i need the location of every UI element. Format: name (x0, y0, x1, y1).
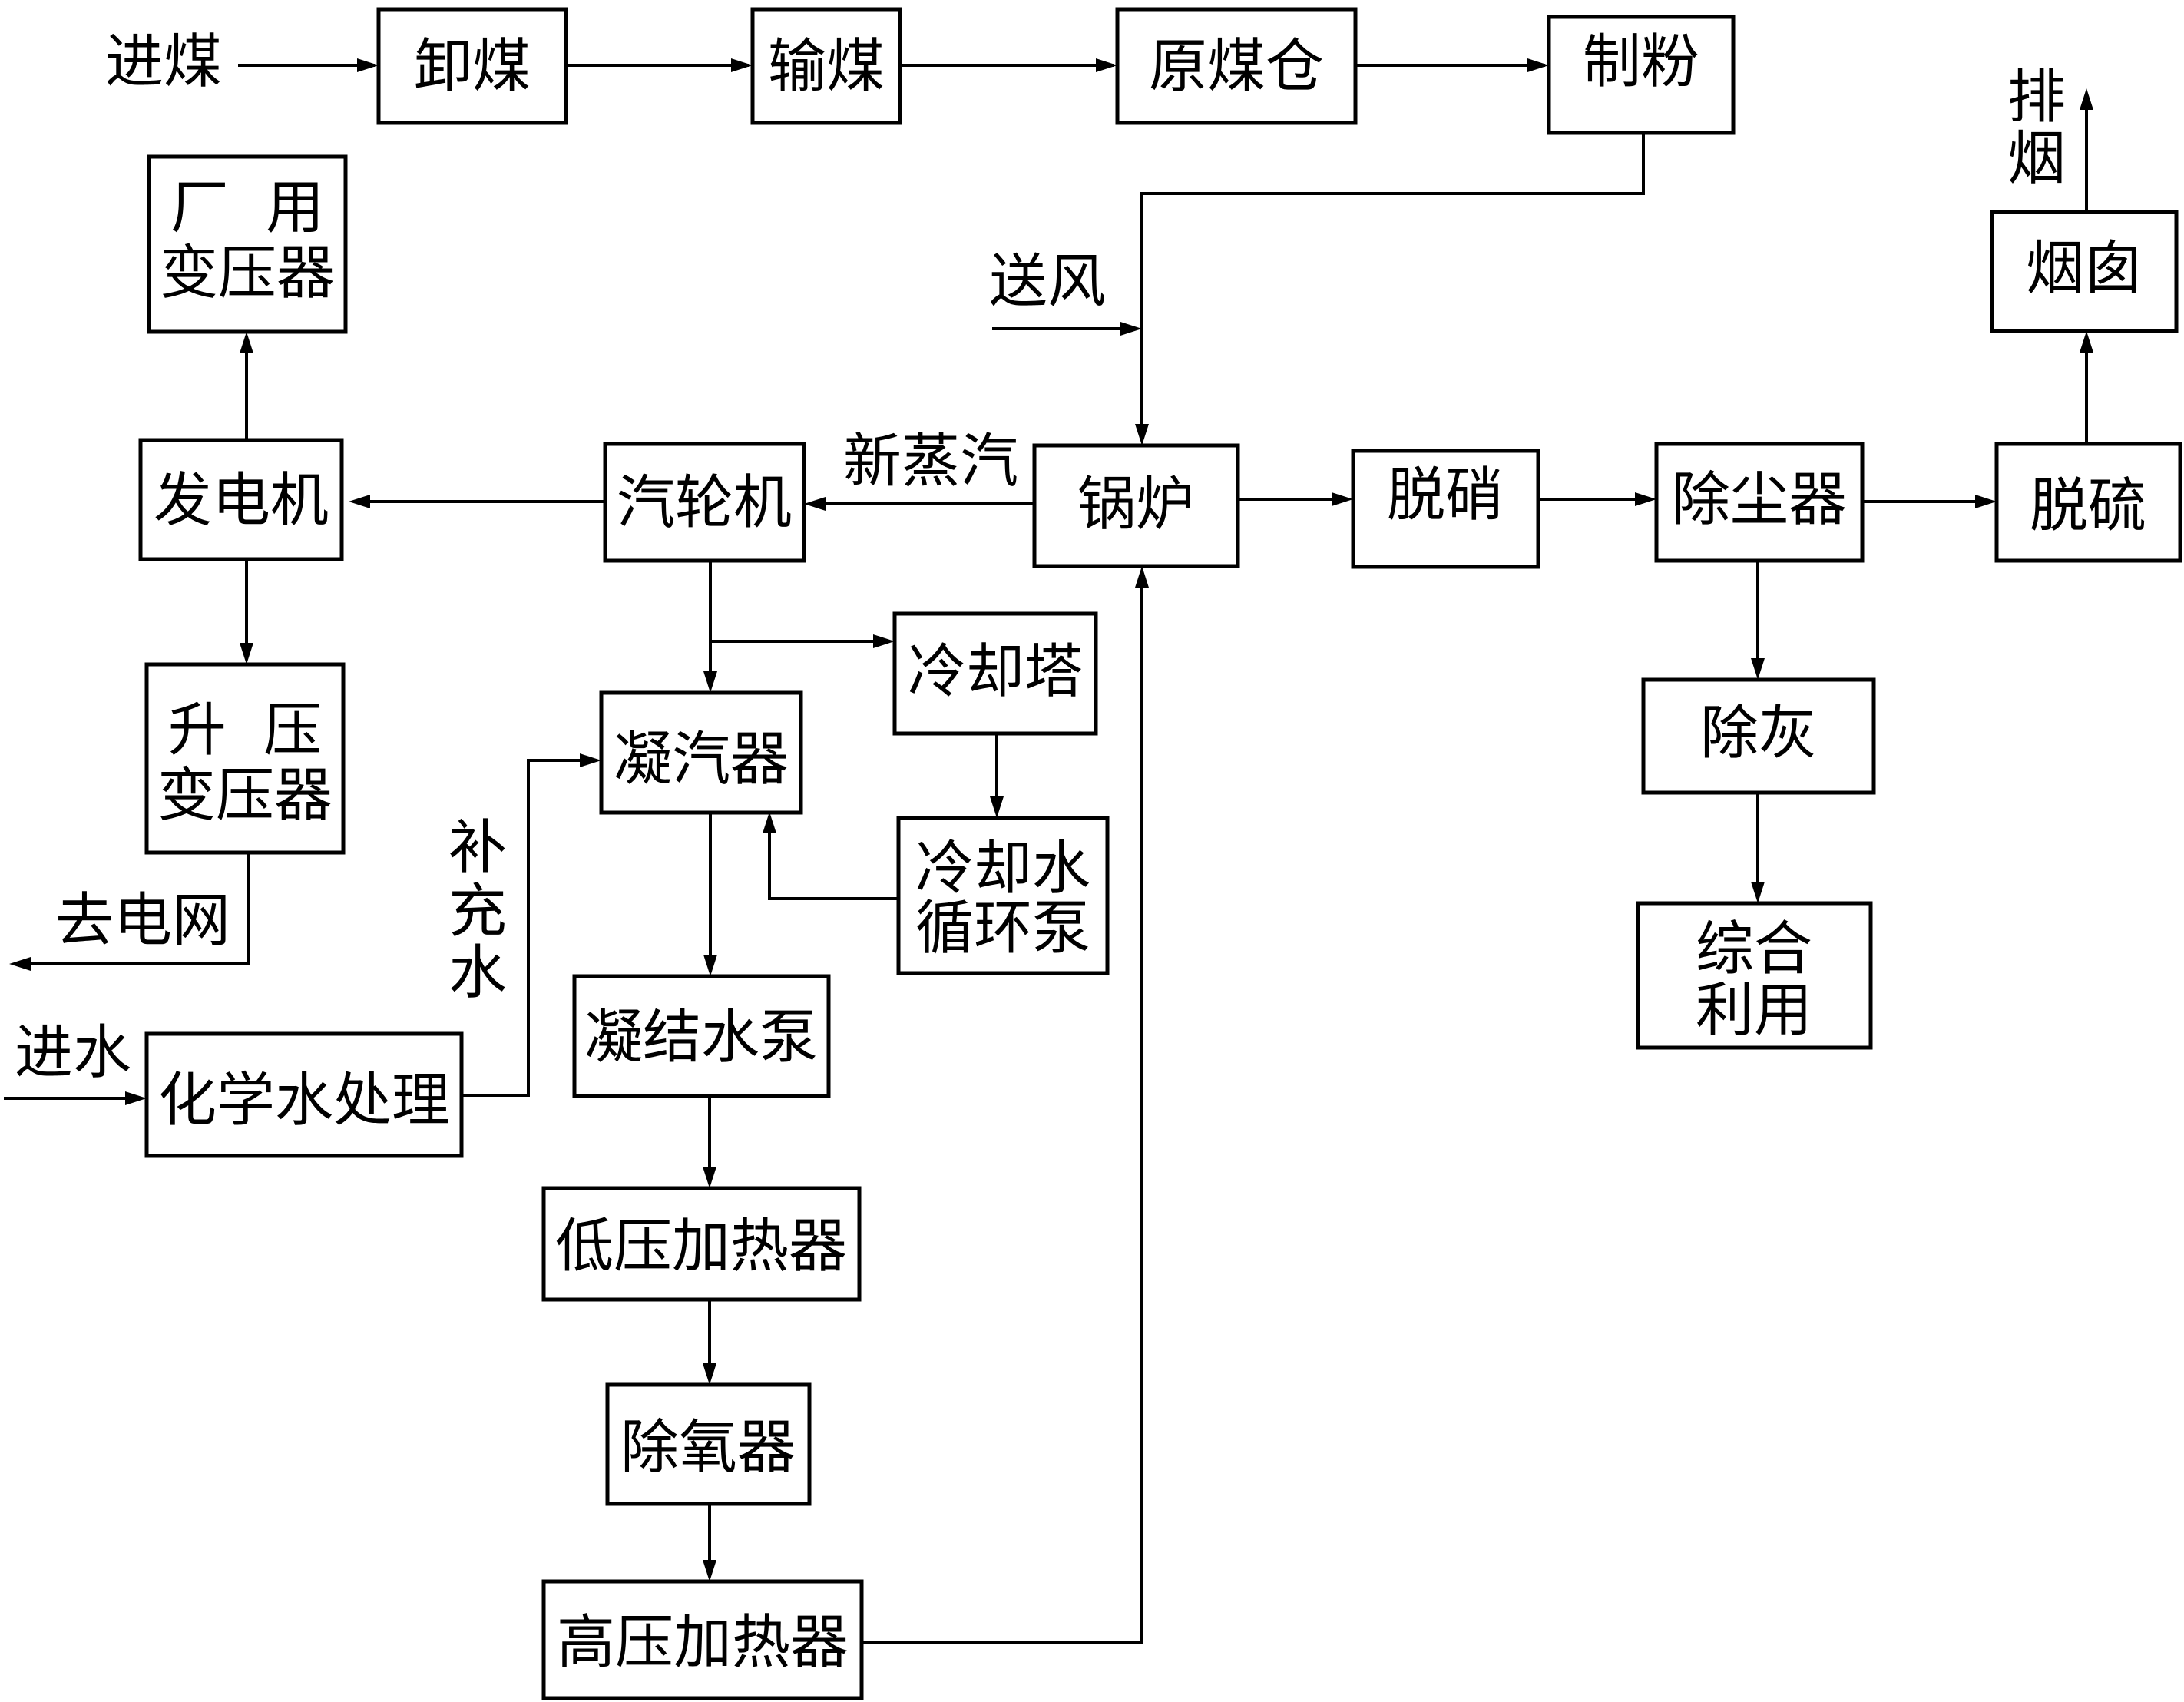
node-chuyangqi: 除氧器 (605, 1382, 812, 1506)
node-fadianji: 发电机 (138, 438, 344, 561)
node-label: 原煤仓 (1149, 32, 1324, 101)
arrowhead (703, 671, 717, 693)
arrowhead (357, 58, 379, 72)
arrowhead (2080, 88, 2093, 110)
node-ningjieshuibeng: 凝结水泵 (572, 974, 831, 1098)
node-label-line2: 变压器 (160, 239, 335, 307)
node-chuhui: 除灰 (1641, 677, 1876, 795)
arrowhead (1635, 492, 1656, 506)
arrowhead (125, 1091, 147, 1105)
edge-gaoya-guolu (862, 572, 1143, 1644)
label-songfeng: 送风 (989, 247, 1106, 316)
node-label-line1: 综合 (1696, 915, 1812, 983)
label-jinshui: 进水 (15, 1018, 131, 1087)
node-label-line2: 循环泵 (915, 894, 1090, 962)
node-label-line2: 利用 (1696, 976, 1812, 1045)
node-label: 汽轮机 (617, 469, 792, 537)
node-diya: 低压加热器 (541, 1186, 862, 1302)
label-paiyan-line1: 排 (2007, 63, 2066, 131)
node-shengya: 升 压 变压器 (144, 662, 346, 855)
node-label-line1: 冷却水 (915, 834, 1090, 902)
node-tuoliu: 脱硫 (1994, 442, 2182, 563)
arrowhead (804, 497, 826, 511)
arrowhead (873, 634, 895, 648)
node-label: 制粉 (1583, 28, 1699, 96)
arrowhead (1096, 58, 1117, 72)
node-label-line2: 变压器 (157, 761, 333, 829)
arrowhead (703, 955, 717, 976)
node-label: 低压加热器 (555, 1212, 847, 1280)
node-lengqueta: 冷却塔 (892, 611, 1098, 736)
node-qilunji: 汽轮机 (603, 442, 806, 563)
edge-beng-ningqiqi (768, 818, 898, 900)
arrowhead (703, 1363, 716, 1385)
edge-huaxueshui-ningqiqi (462, 759, 595, 1097)
arrowhead (763, 812, 776, 833)
node-label: 发电机 (154, 466, 329, 535)
arrowhead (703, 1167, 716, 1188)
node-changyong: 厂 用 变压器 (147, 154, 348, 334)
node-label: 除尘器 (1672, 465, 1847, 534)
arrowhead (990, 796, 1004, 818)
node-label: 凝汽器 (614, 725, 789, 793)
edge-zhifen-guolu (1140, 133, 1645, 439)
node-label: 脱硫 (2030, 472, 2146, 540)
node-guolu: 锅炉 (1032, 443, 1240, 568)
arrowhead (1975, 495, 1997, 508)
label-jinmei: 进煤 (105, 28, 222, 96)
label-xinzhengqi: 新蒸汽 (843, 427, 1018, 495)
node-yuanmeicang: 原煤仓 (1115, 7, 1358, 125)
node-tuoxiao: 脱硝 (1351, 449, 1540, 569)
node-label: 冷却塔 (908, 637, 1083, 706)
label-quidianwang: 去电网 (55, 886, 230, 955)
edge-shengya-grid (15, 853, 250, 965)
arrowhead (2080, 331, 2093, 353)
arrowhead (9, 957, 31, 971)
arrowhead (1135, 424, 1149, 445)
node-label: 化学水处理 (158, 1066, 450, 1134)
node-xiemei: 卸煤 (376, 7, 568, 125)
arrowhead (1120, 322, 1142, 336)
node-label: 除灰 (1700, 699, 1817, 767)
node-huaxueshui: 化学水处理 (144, 1031, 464, 1158)
node-label: 凝结水泵 (584, 1003, 818, 1071)
node-label-line1: 厂 用 (170, 174, 324, 242)
node-label-line1: 升 压 (168, 696, 322, 764)
node-lengqueshuibeng: 冷却水 循环泵 (896, 816, 1110, 975)
node-label: 卸煤 (414, 32, 531, 101)
arrowhead (731, 58, 753, 72)
connectors (4, 58, 2093, 1644)
node-label: 高压加热器 (557, 1608, 849, 1677)
label-buchongshui-line2: 充 (448, 877, 507, 945)
node-label: 烟囱 (2026, 234, 2143, 303)
arrowhead (580, 753, 601, 767)
arrowhead (1527, 58, 1549, 72)
arrowhead (1135, 566, 1149, 588)
label-buchongshui-line1: 补 (448, 813, 507, 882)
node-chuchenqi: 除尘器 (1654, 442, 1865, 563)
free-labels: 进煤 送风 新蒸汽 排 烟 去电网 补 充 水 进水 (15, 28, 2066, 1087)
node-ningqiqi: 凝汽器 (599, 690, 803, 815)
label-buchongshui-line3: 水 (448, 939, 507, 1007)
arrowhead (1332, 492, 1353, 506)
node-zonghe: 综合 利用 (1636, 901, 1873, 1050)
node-label: 除氧器 (620, 1413, 796, 1482)
arrowhead (703, 1560, 716, 1581)
arrowhead (240, 332, 253, 353)
node-label: 脱硝 (1387, 461, 1504, 529)
node-gaoya: 高压加热器 (541, 1579, 864, 1700)
node-label: 输煤 (768, 32, 885, 101)
arrowhead (1751, 658, 1765, 680)
arrowhead (349, 495, 370, 508)
arrowhead (240, 643, 253, 664)
node-label: 锅炉 (1077, 470, 1194, 538)
node-yancong: 烟囱 (1990, 210, 2179, 333)
node-shumei: 输煤 (750, 7, 902, 125)
node-zhifen: 制粉 (1547, 15, 1736, 135)
label-paiyan-line2: 烟 (2007, 124, 2066, 193)
arrowhead (1751, 882, 1765, 903)
